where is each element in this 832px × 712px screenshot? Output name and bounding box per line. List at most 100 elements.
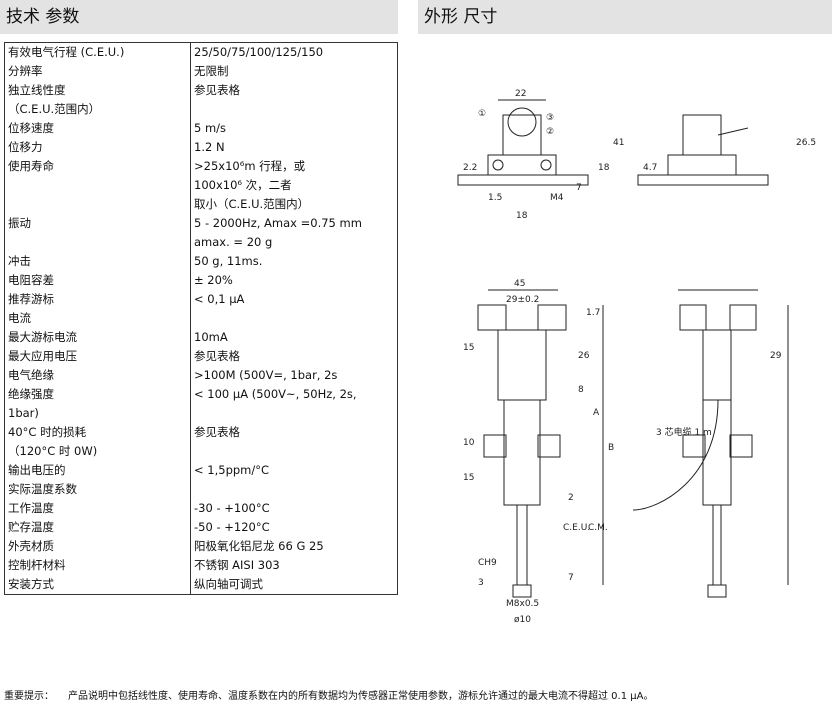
dim-10: 10 [463, 438, 475, 448]
spec-key: 1bar) [4, 404, 191, 423]
spec-value: 5 m/s [194, 121, 227, 135]
spec-value: < 100 μA (500V~, 50Hz, 2s, [194, 387, 357, 401]
spec-key: （C.E.U.范围内） [4, 100, 191, 119]
spec-value: < 1,5ppm/°C [194, 463, 270, 477]
spec-key: 振动 [4, 214, 191, 233]
spec-row: 实际温度系数 [4, 480, 398, 499]
spec-value [191, 442, 398, 461]
pin-3: ③ [546, 113, 554, 123]
spec-key: 40°C 时的损耗 [4, 423, 191, 442]
spec-value: ± 20% [194, 273, 233, 287]
dim-ceu: C.E.U. [563, 523, 590, 533]
spec-key: 输出电压的 [4, 461, 191, 480]
dim-18b: 18 [516, 211, 528, 221]
spec-key [4, 195, 191, 214]
spec-key: 电气绝缘 [4, 366, 191, 385]
spec-value: >25x10⁶m 行程，或 [194, 159, 306, 173]
spec-row: amax. = 20 g [4, 233, 398, 252]
dim-26-5: 26.5 [796, 138, 816, 148]
dim-15: 15 [463, 343, 474, 353]
dim-m4: M4 [550, 193, 564, 203]
spec-row: 位移力 1.2 N [4, 138, 398, 157]
spec-value: 5 - 2000Hz, Amax =0.75 mm [194, 216, 362, 230]
spec-key: 冲击 [4, 252, 191, 271]
spec-row: 外壳材质阳极氧化铝尼龙 66 G 25 [4, 537, 398, 556]
dim-3: 3 [478, 578, 484, 588]
dim-22: 22 [515, 89, 526, 99]
dim-29: 29±0.2 [506, 295, 539, 305]
spec-value: 取小（C.E.U.范围内） [194, 197, 310, 211]
spec-key: （120°C 时 0W) [4, 442, 191, 461]
spec-row: （120°C 时 0W) [4, 442, 398, 461]
top-flange [457, 174, 589, 186]
spec-value: >100M (500V=, 1bar, 2s [194, 368, 338, 382]
spec-row: 最大应用电压参见表格 [4, 347, 398, 366]
dim-4-7: 4.7 [643, 163, 657, 173]
dim-cm: C.M. [588, 523, 608, 533]
spec-row: （C.E.U.范围内） [4, 100, 398, 119]
spec-row: 使用寿命>25x10⁶m 行程，或 [4, 157, 398, 176]
spec-key: 电流 [4, 309, 191, 328]
spec-value: 参见表格 [194, 349, 240, 363]
spec-value: 1.2 N [194, 140, 225, 154]
spec-value [191, 404, 398, 423]
spec-value [191, 100, 398, 119]
spec-row: 电流 [4, 309, 398, 328]
spec-row: 贮存温度-50 - +120°C [4, 518, 398, 537]
dim-a: A [593, 408, 600, 418]
dim-41: 41 [613, 138, 624, 148]
spec-key: 绝缘强度 [4, 385, 191, 404]
spec-key: 贮存温度 [4, 518, 191, 537]
dimension-drawing: 22 41 18 7 2.2 4.7 1.5 M4 18 26.5 ① ② ③ … [457, 89, 816, 625]
dim-15b: 15 [463, 473, 474, 483]
spec-key: 外壳材质 [4, 537, 191, 556]
spec-row: 分辨率无限制 [4, 62, 398, 81]
spec-row: 工作温度-30 - +100°C [4, 499, 398, 518]
spec-row: 取小（C.E.U.范围内） [4, 195, 398, 214]
spec-value: 10mA [194, 330, 228, 344]
spec-value: 无限制 [194, 64, 229, 78]
dim-45: 45 [514, 279, 525, 289]
spec-key: 安装方式 [4, 575, 191, 595]
spec-key: 控制杆材料 [4, 556, 191, 575]
dimensions-header: 外形 尺寸 [418, 0, 832, 34]
spec-row: 100x10⁶ 次，二者 [4, 176, 398, 195]
spec-key: 实际温度系数 [4, 480, 191, 499]
pin-1: ① [478, 109, 486, 119]
spec-value: -30 - +100°C [194, 501, 270, 515]
spec-key: 有效电气行程 (C.E.U.) [4, 42, 191, 62]
spec-row: 有效电气行程 (C.E.U.)25/50/75/100/125/150 [4, 42, 398, 62]
spec-row: 40°C 时的损耗参见表格 [4, 423, 398, 442]
spec-row: 绝缘强度< 100 μA (500V~, 50Hz, 2s, [4, 385, 398, 404]
dim-26: 26 [578, 351, 590, 361]
spec-row: 输出电压的< 1,5ppm/°C [4, 461, 398, 480]
spec-value: < 0,1 μA [194, 292, 245, 306]
spec-key: 最大应用电压 [4, 347, 191, 366]
spec-value: 参见表格 [194, 425, 240, 439]
cable-label: 3 芯电缆 1 m [656, 426, 712, 438]
spec-value [191, 309, 398, 328]
spec-value: 参见表格 [194, 83, 240, 97]
spec-key: 分辨率 [4, 62, 191, 81]
spec-row: 安装方式纵向轴可调式 [4, 575, 398, 595]
spec-key: 最大游标电流 [4, 328, 191, 347]
spec-row: 推荐游标 < 0,1 μA [4, 290, 398, 309]
spec-value: 纵向轴可调式 [194, 577, 263, 591]
dim-8: 8 [578, 385, 584, 395]
spec-value [191, 480, 398, 499]
dim-m8: M8x0.5 [506, 599, 539, 609]
dim-ch9: CH9 [478, 558, 497, 568]
dim-1-7: 1.7 [586, 308, 600, 318]
spec-value: 100x10⁶ 次，二者 [194, 178, 292, 192]
spec-key: 位移力 [4, 138, 191, 157]
important-note: 重要提示：产品说明中包括线性度、使用寿命、温度系数在内的所有数据均为传感器正常使… [4, 687, 667, 702]
spec-row: 控制杆材料不锈钢 AISI 303 [4, 556, 398, 575]
spec-value: amax. = 20 g [194, 235, 273, 249]
spec-row: 独立线性度参见表格 [4, 81, 398, 100]
dim-7: 7 [576, 183, 582, 193]
note-text: 产品说明中包括线性度、使用寿命、温度系数在内的所有数据均为传感器正常使用参数，游… [68, 691, 654, 702]
spec-key: 推荐游标 [4, 290, 191, 309]
